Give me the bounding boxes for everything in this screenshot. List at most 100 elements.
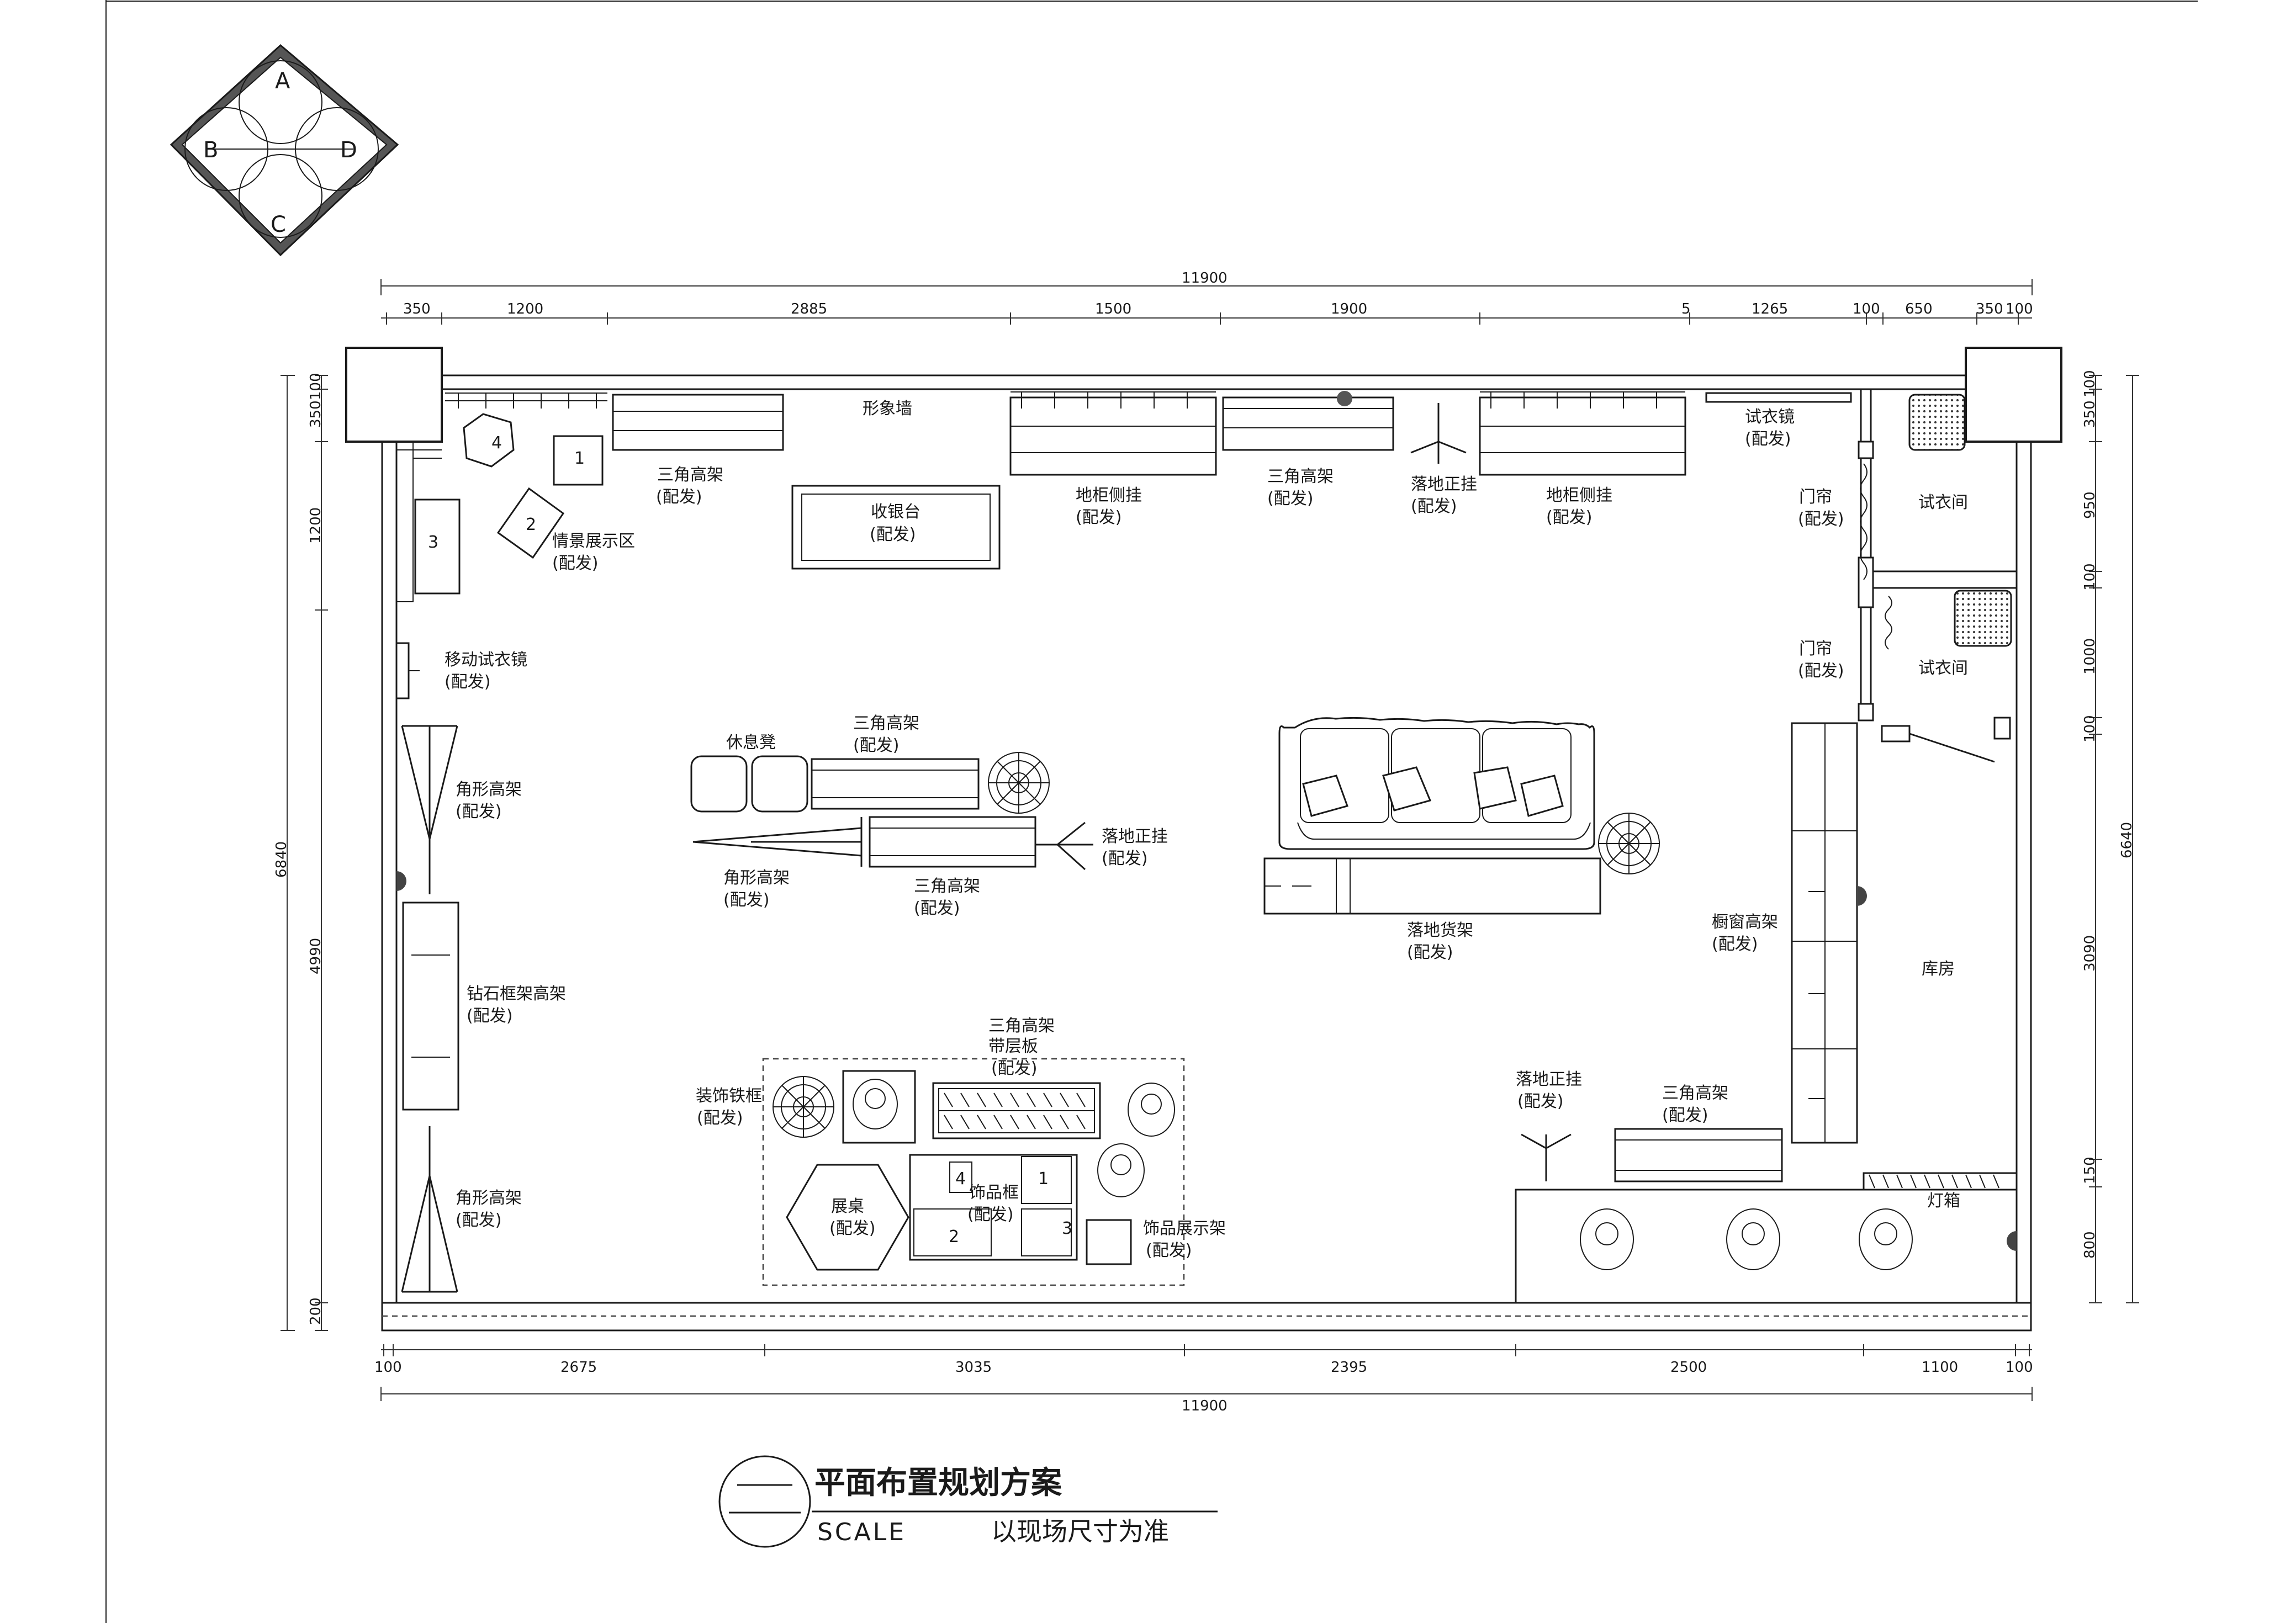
floor-cabinet-2-label: 地柜侧挂 (1546, 486, 1612, 505)
dim-bottom-4: 2395 (1331, 1359, 1367, 1376)
dim-top-3: 2885 (791, 301, 827, 317)
angle-rack-center-note: (配发) (723, 890, 769, 910)
compass-d: D (340, 137, 357, 163)
dim-bottom-5: 2500 (1670, 1359, 1707, 1376)
tri-rack-bottom-note: (配发) (1662, 1106, 1708, 1125)
dim-right-9: 800 (2082, 1231, 2098, 1259)
floor-hang-center-note: (配发) (1102, 849, 1147, 868)
dim-top-10: 350 (1976, 301, 2003, 317)
bench (690, 755, 808, 813)
deco-frame-num-2: 2 (949, 1227, 959, 1247)
diamond-rack-note: (配发) (467, 1006, 512, 1026)
iron-frame-note: (配发) (697, 1108, 743, 1128)
angle-rack-left-1 (401, 725, 458, 894)
angle-rack-left-1-note: (配发) (456, 802, 501, 821)
floor-cabinet-2-note: (配发) (1546, 508, 1592, 527)
outer-walls (345, 347, 2062, 1332)
window-mannequins-icon (1580, 1208, 1913, 1270)
shop-window (1515, 1172, 2018, 1304)
floor-shelf (1263, 857, 1601, 915)
image-wall-rail (441, 393, 607, 442)
scene-display-area: 4 1 2 3 (396, 413, 604, 602)
floor-hang-top-icon (1410, 403, 1467, 464)
storage-label: 库房 (1922, 959, 1955, 979)
dim-right-2: 350 (2082, 400, 2098, 428)
tri-rack-center-2-label: 三角高架 (914, 877, 980, 896)
dimensions-top: 11900 350 1200 2885 1500 1900 5 1265 100… (380, 270, 2033, 325)
angle-rack-left-2 (401, 1126, 458, 1293)
compass-a: A (275, 68, 290, 94)
angle-rack-left-2-label: 角形高架 (456, 1189, 522, 1208)
floor-hang-center-label: 落地正挂 (1102, 827, 1168, 846)
floor-hang-center-icon (1035, 821, 1093, 871)
dim-bottom-total: 11900 (1182, 1398, 1228, 1414)
title-scale: SCALE (817, 1518, 906, 1546)
scene-item-3: 3 (428, 533, 438, 552)
with-shelf-label: 带层板 (988, 1037, 1038, 1056)
deco-frame-label: 饰品框 (969, 1183, 1019, 1202)
floor-shelf-note: (配发) (1407, 943, 1453, 962)
dim-left-2: 350 (308, 400, 324, 428)
spotlight-right-icon (2007, 1231, 2017, 1251)
fitting-mirror-note: (配发) (1745, 429, 1791, 449)
dim-top-8: 100 (1853, 301, 1880, 317)
tri-rack-center-1-note: (配发) (853, 736, 899, 755)
dim-bottom-1: 100 (374, 1359, 402, 1376)
tri-rack-center-2-note: (配发) (914, 899, 960, 918)
curtain-2-label: 门帘 (1799, 639, 1832, 659)
tri-rack-top-2-label: 三角高架 (1267, 467, 1334, 486)
mobile-mirror-note: (配发) (445, 672, 490, 692)
scene-item-2: 2 (526, 515, 536, 534)
shelf-rack-hatched (932, 1082, 1101, 1139)
dim-right-total: 6640 (2119, 822, 2135, 858)
fitting-room-1-label: 试衣间 (1918, 493, 1968, 512)
fitting-rooms (1858, 389, 2017, 763)
cashier-counter (791, 485, 1001, 570)
angle-rack-center-label: 角形高架 (723, 868, 790, 888)
display-table-note: (配发) (829, 1219, 875, 1238)
curtain-1-note: (配发) (1798, 510, 1844, 529)
diamond-rack-label: 钻石框架高架 (467, 984, 566, 1004)
dim-left-5: 200 (308, 1297, 324, 1325)
tri-rack-top-1-label: 三角高架 (657, 465, 723, 485)
cashier-label: 收银台 (871, 502, 920, 522)
cashier-note: (配发) (870, 525, 916, 544)
deco-frame-num-4: 4 (955, 1169, 966, 1189)
mannequin-icon (842, 1070, 916, 1144)
tri-rack-shelf-label: 三角高架 (988, 1016, 1055, 1036)
window-rack-label: 橱窗高架 (1712, 913, 1778, 932)
tri-rack-top-2 (1222, 391, 1394, 451)
dim-right-4: 100 (2082, 563, 2098, 591)
diamond-frame-rack (402, 901, 459, 1111)
deco-frame-num-3: 3 (1062, 1219, 1072, 1238)
dim-top-9: 650 (1905, 301, 1933, 317)
floor-cabinet-1 (1009, 391, 1217, 476)
spotlight-left-icon (396, 871, 406, 891)
tri-rack-top-1 (612, 394, 784, 451)
angle-rack-center (692, 817, 863, 867)
floor-shelf-label: 落地货架 (1407, 921, 1473, 940)
dim-bottom-7: 100 (2006, 1359, 2033, 1376)
floor-hang-top-note: (配发) (1411, 497, 1457, 516)
plant-2-icon (1598, 813, 1660, 874)
dim-right-3: 950 (2082, 491, 2098, 519)
dim-left-4: 4990 (308, 938, 324, 974)
tri-rack-top-1-note: (配发) (656, 487, 702, 507)
dim-right-8: 150 (2082, 1157, 2098, 1184)
fitting-mirror (1705, 392, 1852, 403)
mannequin-2-icon (1097, 1083, 1175, 1197)
tri-rack-bottom (1614, 1128, 1783, 1182)
window-rack-note: (配发) (1712, 935, 1758, 954)
display-table (786, 1164, 909, 1271)
column-top-right (1965, 347, 2062, 443)
image-wall-label: 形象墙 (863, 399, 912, 418)
mobile-mirror (395, 642, 410, 699)
fitting-mirror-label: 试衣镜 (1745, 407, 1795, 427)
deco-frame (909, 1154, 1078, 1261)
dimensions-left: 6840 100 350 1200 4990 200 (273, 373, 328, 1331)
dim-right-1: 100 (2082, 370, 2098, 397)
floor-cabinet-1-label: 地柜侧挂 (1076, 486, 1142, 505)
tri-rack-bottom-label: 三角高架 (1662, 1084, 1728, 1103)
dim-right-6: 100 (2082, 715, 2098, 742)
